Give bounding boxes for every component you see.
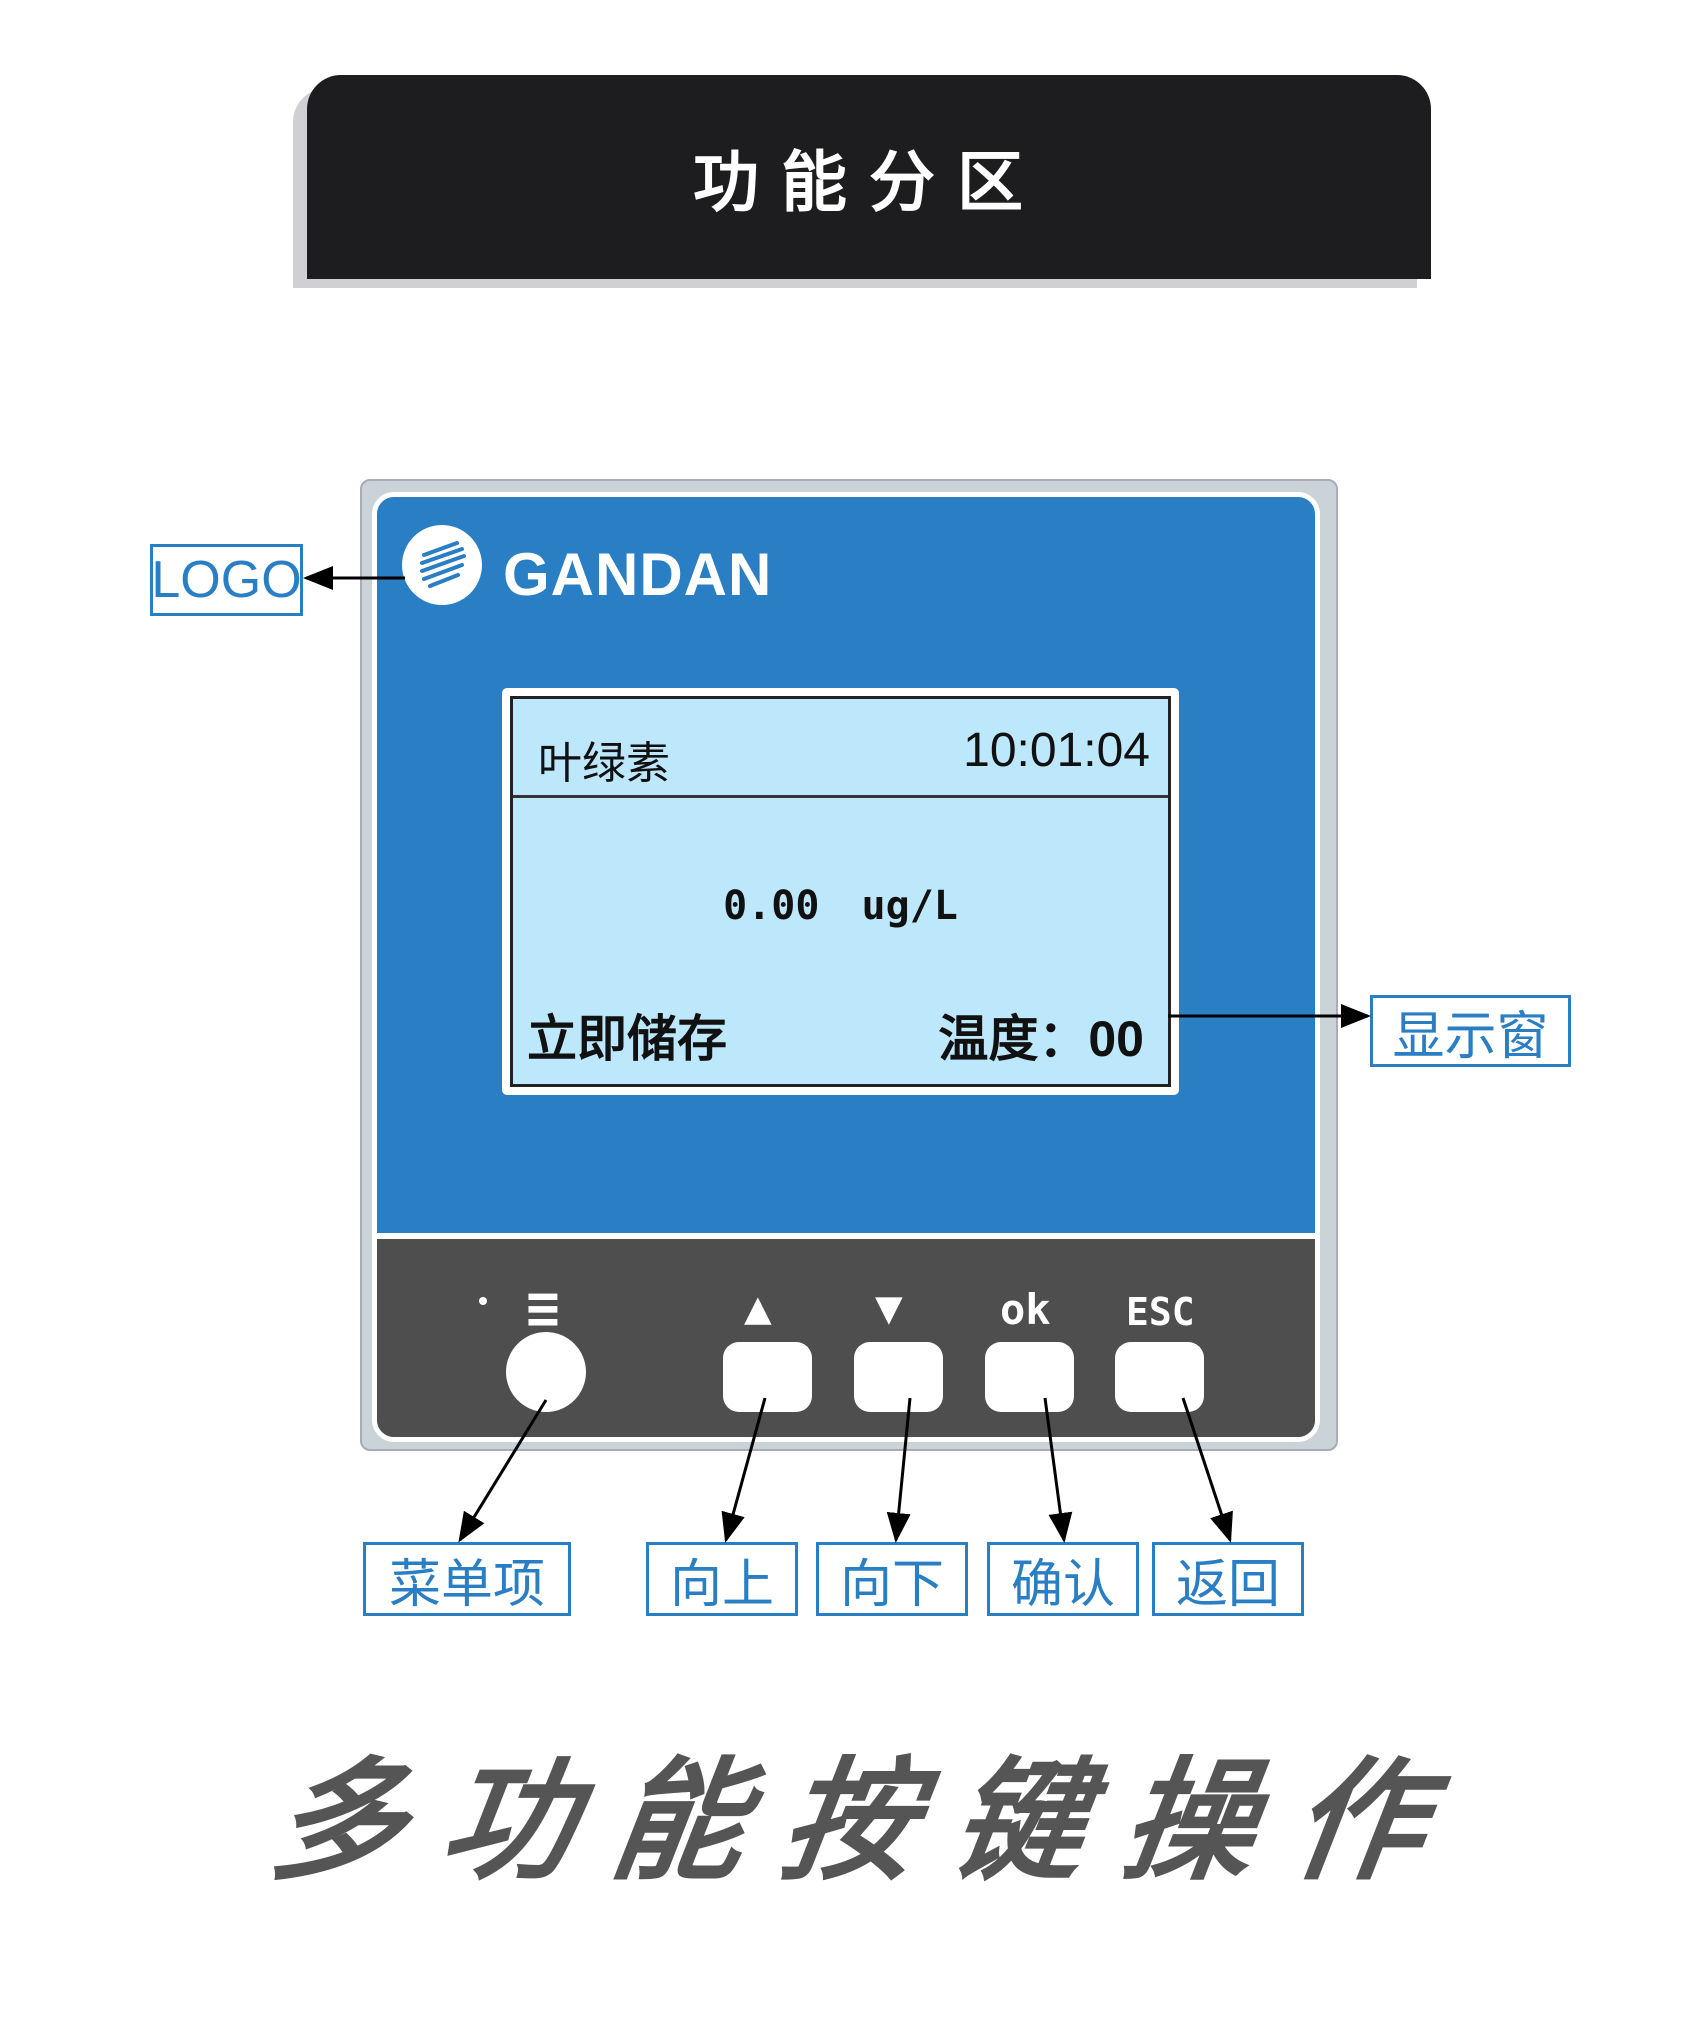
lcd-divider <box>513 795 1168 798</box>
ok-button[interactable] <box>985 1342 1074 1412</box>
arrow-down <box>886 1397 912 1543</box>
esc-label: ESC <box>1126 1290 1195 1334</box>
lcd-parameter: 叶绿素 <box>538 738 670 789</box>
arrow-esc <box>1181 1397 1233 1543</box>
indicator-dot <box>479 1297 487 1305</box>
down-button[interactable] <box>854 1342 943 1412</box>
lcd-time: 10:01:04 <box>963 724 1150 777</box>
callout-display: 显示窗 <box>1370 995 1571 1067</box>
footer-slogan: 多功能按键操作 <box>262 1745 1475 1899</box>
callout-up: 向上 <box>646 1542 798 1616</box>
callout-back: 返回 <box>1152 1542 1304 1616</box>
brand-name: GANDAN <box>503 541 773 608</box>
callout-confirm: 确认 <box>987 1542 1139 1616</box>
down-arrow-icon: ▼ <box>875 1280 903 1334</box>
arrow-ok <box>1043 1397 1073 1543</box>
lcd-value: 0.00 <box>723 883 820 929</box>
callout-down: 向下 <box>816 1542 968 1616</box>
ok-label: ok <box>1000 1285 1051 1334</box>
menu-button[interactable] <box>506 1332 586 1412</box>
up-button[interactable] <box>723 1342 812 1412</box>
arrow-menu <box>458 1399 548 1543</box>
arrow-up <box>721 1397 767 1543</box>
lcd-action: 立即储存 <box>527 1010 727 1068</box>
display-window: 叶绿素 10:01:04 0.00 ug/L 立即储存 温度：00 <box>502 688 1179 1095</box>
lcd-temp-label: 温度： <box>938 1010 1089 1068</box>
up-arrow-icon: ▲ <box>744 1280 772 1334</box>
logo-icon <box>402 525 482 605</box>
page-title: 功能分区 <box>307 75 1431 279</box>
menu-icon: ≡ <box>526 1276 560 1341</box>
lcd-temp-value: 00 <box>1088 1011 1144 1067</box>
esc-button[interactable] <box>1115 1342 1204 1412</box>
lcd-unit: ug/L <box>861 883 958 929</box>
callout-logo: LOGO <box>150 544 303 616</box>
callout-menu: 菜单项 <box>363 1542 571 1616</box>
